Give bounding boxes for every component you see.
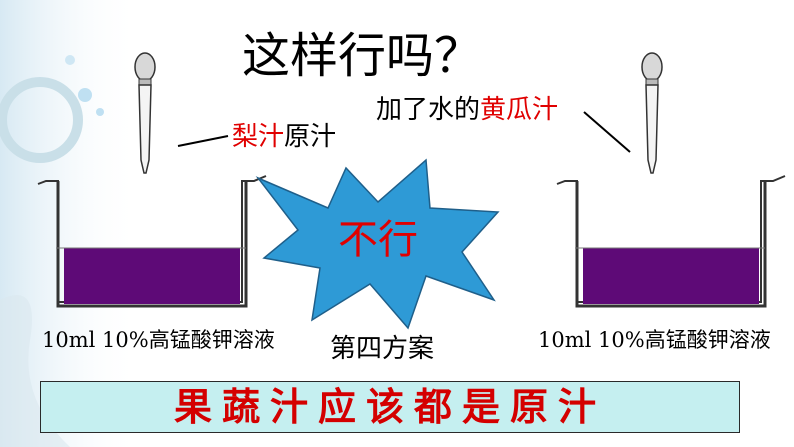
left-juice-highlight: 梨汁	[232, 122, 285, 152]
page-title: 这样行吗？	[242, 28, 483, 84]
right-juice-label: 加了水的黄瓜汁	[376, 97, 558, 123]
right-beaker-icon	[556, 175, 786, 308]
left-juice-rest: 原汁	[284, 122, 337, 152]
left-dropper-icon	[134, 52, 156, 174]
right-solution-label: 10ml 10%高锰酸钾溶液	[538, 328, 771, 352]
left-beaker-icon	[37, 175, 267, 308]
conclusion-text: 果蔬汁应该都是原汁	[173, 384, 606, 429]
right-juice-prefix: 加了水的	[376, 95, 481, 125]
left-solution-label: 10ml 10%高锰酸钾溶液	[42, 328, 275, 352]
conclusion-banner: 果蔬汁应该都是原汁	[40, 381, 740, 433]
right-dropper-icon	[641, 52, 663, 174]
plan-label: 第四方案	[330, 334, 435, 364]
right-juice-highlight: 黄瓜汁	[480, 95, 559, 125]
burst-text: 不行	[338, 217, 418, 263]
left-juice-label: 梨汁原汁	[232, 124, 336, 150]
burst-star-icon	[255, 158, 500, 330]
background-decoration	[0, 0, 140, 447]
